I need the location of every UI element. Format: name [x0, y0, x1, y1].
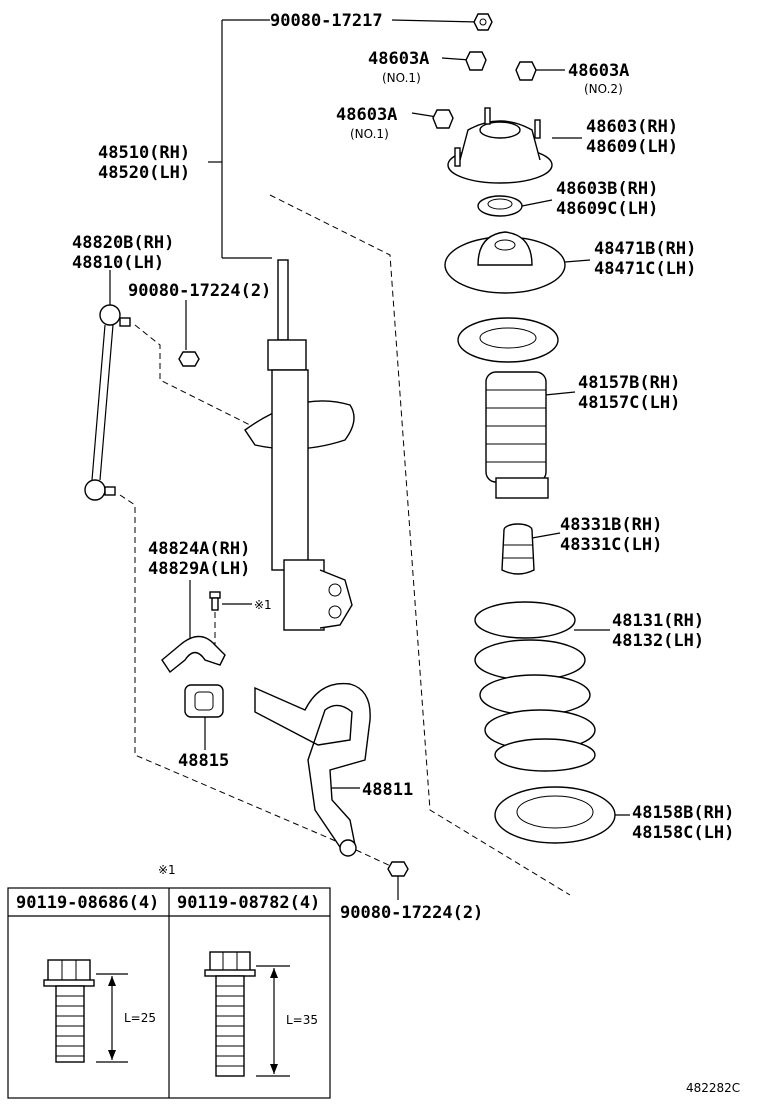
nut-no1-a-icon	[465, 51, 487, 71]
callout-bumper-lh: 48331C(LH)	[560, 535, 662, 555]
callout-boot-rh: 48157B(RH)	[578, 373, 680, 393]
strut-mount-icon	[447, 107, 553, 184]
callout-bracket-rh: 48824A(RH)	[148, 539, 250, 559]
callout-link-lh: 48810(LH)	[72, 253, 164, 273]
link-nut-icon	[178, 351, 200, 367]
callout-spring-lh: 48132(LH)	[612, 631, 704, 651]
callout-nut-top: 90080-17217	[270, 11, 383, 31]
callout-boot-lh: 48157C(LH)	[578, 393, 680, 413]
callout-bushing: 48815	[178, 751, 229, 771]
bolt-length-35: L=35	[286, 1013, 318, 1027]
callout-nut-no2-note: (NO.2)	[584, 82, 623, 96]
callout-nut-no2: 48603A	[568, 61, 629, 81]
coil-spring-icon	[474, 601, 596, 772]
callout-link-nut: 90080-17224(2)	[128, 281, 271, 301]
strut-assembly-icon	[244, 259, 355, 631]
callout-strut-rh: 48510(RH)	[98, 143, 190, 163]
drawing-id: 482282C	[686, 1081, 740, 1095]
bump-stopper-icon	[501, 523, 535, 575]
callout-lower-insulator-lh: 48158C(LH)	[632, 823, 734, 843]
stab-nut-icon	[387, 861, 409, 877]
callout-bearing-rh: 48603B(RH)	[556, 179, 658, 199]
bolt-35-icon	[204, 951, 256, 1077]
bushing-bracket-icon	[161, 635, 226, 674]
callout-stabilizer: 48811	[362, 780, 413, 800]
bolt-table-header-2: 90119-08782(4)	[177, 893, 320, 913]
callout-mount-lh: 48609(LH)	[586, 137, 678, 157]
lower-insulator-icon	[494, 786, 616, 844]
bolt-table-header-1: 90119-08686(4)	[16, 893, 159, 913]
callout-upper-seat-rh: 48471B(RH)	[594, 239, 696, 259]
callout-lower-insulator-rh: 48158B(RH)	[632, 803, 734, 823]
nut-no1-b-icon	[432, 109, 454, 129]
boot-icon	[457, 317, 559, 499]
callout-nut-no1-a-note: (NO.1)	[382, 71, 421, 85]
stabilizer-bar-icon	[254, 682, 371, 857]
assembly-dashed-lines	[119, 194, 571, 896]
callout-nut-no1-b: 48603A	[336, 105, 397, 125]
upper-spring-seat-icon	[444, 231, 566, 294]
bearing-icon	[477, 195, 523, 217]
callout-strut-lh: 48520(LH)	[98, 163, 190, 183]
callout-mount-rh: 48603(RH)	[586, 117, 678, 137]
nut-no2-icon	[515, 61, 537, 81]
bolt-table-ref: ※1	[158, 863, 176, 877]
callout-nut-no1-b-note: (NO.1)	[350, 127, 389, 141]
bushing-icon	[184, 684, 224, 718]
callout-spring-rh: 48131(RH)	[612, 611, 704, 631]
leader-lines	[109, 19, 630, 900]
callout-bolt-ref: ※1	[254, 598, 272, 612]
callouts: 90080-17217 48603A (NO.1) 48603A (NO.2) …	[72, 11, 734, 923]
stabilizer-link-icon	[84, 304, 131, 501]
callout-nut-no1-a: 48603A	[368, 49, 429, 69]
callout-upper-seat-lh: 48471C(LH)	[594, 259, 696, 279]
callout-stab-nut: 90080-17224(2)	[340, 903, 483, 923]
nut-top-icon	[473, 13, 493, 31]
bolt-length-25: L=25	[124, 1011, 156, 1025]
callout-link-rh: 48820B(RH)	[72, 233, 174, 253]
callout-bumper-rh: 48331B(RH)	[560, 515, 662, 535]
bolt-small-icon	[209, 591, 221, 611]
callout-bearing-lh: 48609C(LH)	[556, 199, 658, 219]
bolt-table: ※1 90119-08686(4) 90119-08782(4) L=25	[7, 863, 331, 1099]
bolt-25-icon	[43, 959, 95, 1063]
callout-bracket-lh: 48829A(LH)	[148, 559, 250, 579]
